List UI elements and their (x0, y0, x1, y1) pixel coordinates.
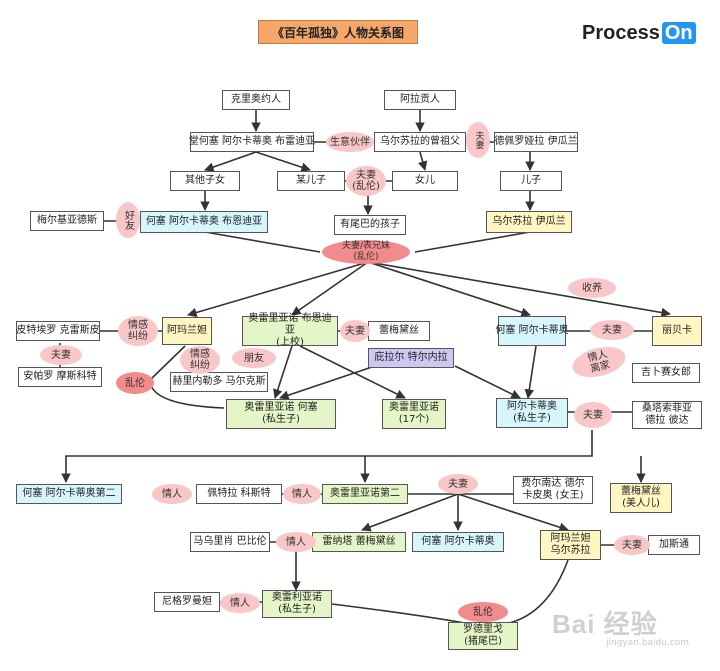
label: 夫妻 (473, 131, 484, 149)
node-meme[interactable]: 雷纳塔 蕾梅黛丝 (312, 532, 406, 552)
edge (204, 231, 321, 253)
node-gaston[interactable]: 加斯通 (648, 535, 700, 555)
relation-incest-final: 乱伦 (458, 602, 508, 622)
logo-word: Process (582, 22, 660, 44)
node-rodrigo[interactable]: 罗德里戈 (猪尾巴) (448, 622, 518, 650)
edge (367, 261, 671, 318)
relation-love-pietro: 情感 纠纷 (118, 316, 158, 346)
relation-incest-amaranta: 乱伦 (116, 372, 154, 394)
relation-lover-jaii: 情人 (152, 484, 192, 504)
line: 奥雷里亚诺 何塞 (私生子) (244, 402, 318, 425)
edge (61, 430, 593, 483)
watermark: Bai 经验 (552, 609, 658, 639)
node-jose-buendia-sr[interactable]: 堂何塞 阿尔卡蒂奥 布雷迪亚 (189, 132, 315, 152)
relation-couple-gaston: 夫妻 (614, 535, 650, 555)
edge (273, 345, 293, 399)
relation-couple-amparo: 夫妻 (40, 345, 82, 365)
relation-lover-aii: 情人 (283, 484, 321, 504)
relation-lover-nigro: 情人 (220, 593, 260, 613)
node-kelianaoyueren[interactable]: 克里奥约人 (222, 90, 290, 110)
line: 桑塔索菲亚 德拉 彼达 (642, 403, 692, 426)
relation-couple-top: 夫妻 (466, 122, 490, 158)
node-remedios[interactable]: 蕾梅黛丝 (368, 321, 430, 341)
line: 奥雷里亚诺 布恩迪亚 (上校) (248, 313, 332, 348)
relation-love-herinerdo: 情感 纠纷 (180, 346, 220, 374)
node-aureliano-17[interactable]: 奥雷里亚诺 (17个) (382, 399, 446, 429)
node-mauricio[interactable]: 马乌里肖 巴比伦 (190, 532, 270, 552)
logo-badge: On (661, 22, 696, 44)
line: 罗德里戈 (猪尾巴) (463, 624, 503, 647)
edge (454, 365, 521, 399)
node-amaranta[interactable]: 阿玛兰妲 (162, 317, 212, 345)
node-pig-tail-child[interactable]: 有尾巴的孩子 (334, 215, 406, 235)
node-daughter[interactable]: 女儿 (392, 171, 458, 191)
line: 阿玛兰妲 乌尔苏拉 (550, 533, 591, 556)
relation-couple-fernanda: 夫妻 (438, 474, 478, 494)
node-herinerdo-marquez[interactable]: 赫里内勒多 马尔克斯 (170, 372, 268, 392)
node-jose-arcadio[interactable]: 何塞 阿尔卡蒂奥 (495, 316, 569, 346)
node-remedios-beauty[interactable]: 蕾梅黛丝 (美人儿) (610, 483, 672, 513)
node-son[interactable]: 儿子 (500, 171, 562, 191)
node-ursula-iguaran[interactable]: 乌尔苏拉 伊瓜兰 (486, 211, 572, 233)
relation-cousin-couple: 夫妻/表兄妹 (乱伦) (322, 240, 410, 264)
relation-partner: 生意伙伴 (326, 132, 374, 152)
relation-friend-col: 朋友 (232, 348, 276, 368)
relation-friend-melq: 好友 (116, 202, 140, 238)
node-alagongren[interactable]: 阿拉贡人 (384, 90, 456, 110)
edge (299, 345, 406, 399)
node-amaranta-ursula[interactable]: 阿玛兰妲 乌尔苏拉 (540, 530, 601, 560)
relation-couple-rebeca: 夫妻 (590, 320, 634, 340)
node-jose-arcadio-young[interactable]: 何塞 阿尔卡蒂奥 (412, 532, 504, 552)
node-aureliano-ii[interactable]: 奥雷里亚诺第二 (322, 484, 408, 504)
node-pilar-ternera[interactable]: 庇拉尔 特尔内拉 (368, 348, 454, 368)
node-santa-sofia[interactable]: 桑塔索菲亚 德拉 彼达 (632, 401, 702, 429)
line: 奥雷里亚诺 (17个) (389, 402, 439, 425)
node-pietro-crespi[interactable]: 皮特埃罗 克雷斯皮 (16, 321, 100, 341)
node-rebeca[interactable]: 丽贝卡 (652, 316, 702, 346)
page-title: 《百年孤独》人物关系图 (258, 20, 418, 44)
line: 蕾梅黛丝 (美人儿) (621, 486, 661, 509)
watermark-url: jingyan.baidu.com (606, 638, 690, 648)
relation-adopt: 收养 (568, 278, 616, 298)
node-col-aureliano[interactable]: 奥雷里亚诺 布恩迪亚 (上校) (242, 313, 338, 348)
edge (291, 261, 369, 316)
label: 好友 (122, 210, 134, 230)
line: 费尔南达 德尔 卡皮奥 (女王) (521, 478, 585, 501)
edge (414, 231, 531, 253)
node-petra-cotes[interactable]: 佩特拉 科斯特 (196, 484, 282, 504)
line: 奥雷利亚诺 (私生子) (272, 592, 322, 615)
node-dpr-iguaran[interactable]: 德佩罗娅拉 伊瓜兰 (494, 132, 578, 152)
edge (361, 493, 459, 532)
node-jose-arcadio-buendia[interactable]: 何塞 阿尔卡蒂奥 布恩迪亚 (140, 211, 268, 233)
edge (255, 151, 311, 172)
edge (279, 365, 376, 400)
node-some-son[interactable]: 某儿子 (277, 171, 345, 191)
node-nigromanta[interactable]: 尼格罗曼妲 (154, 592, 220, 612)
node-aureliano-jose[interactable]: 奥雷里亚诺 何塞 (私生子) (226, 399, 336, 429)
node-amparo-moscote[interactable]: 安帕罗 摩斯科特 (18, 367, 102, 387)
node-jose-arcadio-ii[interactable]: 何塞 阿尔卡蒂奥第二 (16, 484, 122, 504)
node-arcadio[interactable]: 阿尔卡蒂奥 (私生子) (496, 398, 568, 428)
edge (524, 345, 537, 399)
relation-lover-meme: 情人 (276, 532, 316, 552)
node-aureliano-babilonia[interactable]: 奥雷利亚诺 (私生子) (262, 590, 332, 618)
edge (457, 493, 569, 532)
node-jixianse[interactable]: 吉卜赛女郎 (632, 363, 700, 383)
node-ursula-greatgf[interactable]: 乌尔苏拉的曾祖父 (374, 132, 466, 152)
edge (187, 261, 369, 318)
node-melquiades[interactable]: 梅尔基亚德斯 (30, 211, 104, 231)
relation-couple-santa: 夫妻 (574, 402, 612, 428)
node-fernanda[interactable]: 费尔南达 德尔 卡皮奥 (女王) (513, 476, 593, 504)
relation-couple-incest: 夫妻 (乱伦) (346, 166, 386, 196)
edge (331, 559, 569, 627)
node-other-children[interactable]: 其他子女 (170, 171, 240, 191)
relation-couple-remedios: 夫妻 (340, 320, 370, 342)
edge (418, 151, 428, 171)
edge (204, 151, 257, 172)
edge (367, 261, 531, 317)
line: 阿尔卡蒂奥 (私生子) (507, 401, 557, 424)
